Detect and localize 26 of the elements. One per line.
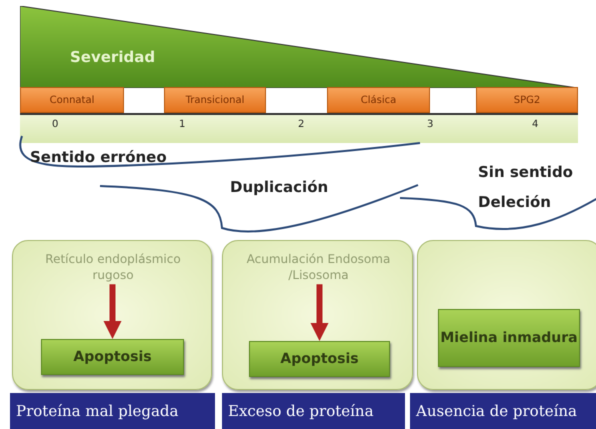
scale-number: 2 [298,119,304,130]
stage-box: Transicional [164,87,266,113]
mutation-type-label: Duplicación [230,178,328,196]
mutation-type-label: Sentido erróneo [30,148,167,166]
scale-number: 1 [179,119,186,130]
arrow [104,284,122,339]
panel-card [12,240,212,390]
process-text: Acumulación Endosoma /Lisosoma [233,251,404,309]
panel-card [222,240,413,390]
arrow [310,284,328,341]
stage-box: Connatal [20,87,124,113]
panel-card [417,240,596,390]
stage-box: SPG2 [476,87,578,113]
process-text: Retículo endoplásmico rugoso [23,251,203,309]
category-bar: Ausencia de proteína [410,393,596,429]
scale-number: 3 [427,119,434,130]
result-box: Apoptosis [41,339,184,375]
category-bar: Exceso de proteína [222,393,405,429]
stage-box: Clásica [327,87,430,113]
scale-number: 4 [532,119,538,130]
result-box: Mielina inmadura [438,309,580,367]
scale-number: 0 [52,119,58,130]
result-box: Apoptosis [249,341,390,377]
category-bar: Proteína mal plegada [10,393,215,429]
mutation-type-label: Sin sentido Deleción [478,162,574,213]
severity-label: Severidad [70,48,156,66]
